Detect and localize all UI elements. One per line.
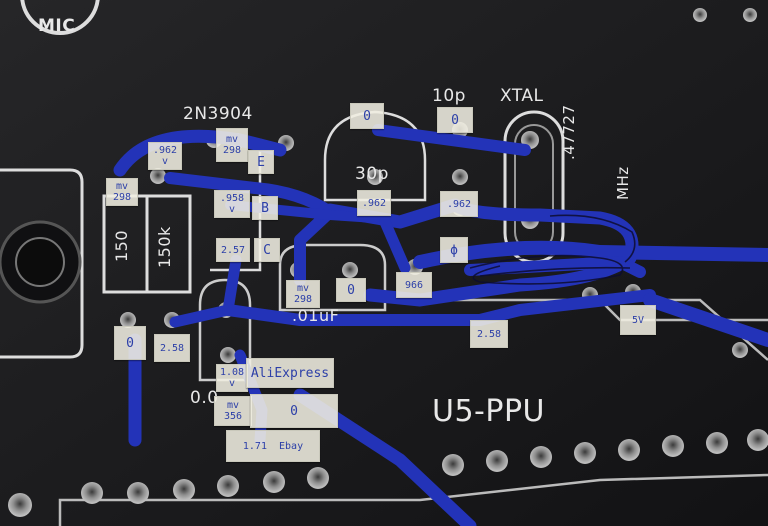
- tag-e: E: [248, 150, 274, 174]
- tag-mv298-left: mv 298: [106, 178, 138, 206]
- tag-c: C: [254, 238, 280, 262]
- freq-label: .47727: [560, 104, 578, 161]
- tag-ebay: 1.71 Ebay: [226, 430, 320, 462]
- tag-v962-right: .962: [440, 191, 478, 217]
- tag-ali-value: 1.08 v: [216, 364, 248, 392]
- tag-mv298-low: mv 298: [286, 280, 320, 308]
- cap-01-label: .01uF: [292, 306, 340, 325]
- tag-v966: 966: [396, 272, 432, 298]
- mic-label: MIC: [38, 16, 76, 36]
- mhz-label: MHz: [614, 166, 632, 200]
- tag-b: B: [252, 196, 278, 220]
- tag-v258-right: 2.58: [470, 320, 508, 348]
- tag-phi: ϕ: [440, 237, 468, 263]
- tag-zero-ebay: 0: [250, 394, 338, 428]
- partial-label: 0.0: [190, 388, 219, 408]
- tag-mv298-e: mv 298: [216, 128, 248, 162]
- tag-aliexpress: AliExpress: [246, 358, 334, 388]
- tag-top-0b: 0: [437, 107, 473, 133]
- mic-outline: [20, 0, 100, 35]
- xtal-label: XTAL: [500, 86, 544, 106]
- u5-label: U5-PPU: [432, 394, 546, 429]
- tag-v962-mid: .962: [357, 190, 391, 216]
- r150k-label: 150k: [155, 226, 174, 268]
- jack-outline: [0, 168, 84, 359]
- transistor-label: 2N3904: [183, 104, 253, 124]
- tag-zero-mid: 0: [336, 278, 366, 302]
- tag-zero-left: 0: [114, 326, 146, 360]
- tag-mv356: mv 356: [214, 396, 252, 426]
- r150-label: 150: [112, 229, 131, 262]
- tag-v962: .962 v: [148, 142, 182, 170]
- tag-v257: 2.57: [216, 238, 250, 262]
- tag-top-0: 0: [350, 103, 384, 129]
- cap-10p-label: 10p: [432, 86, 466, 106]
- tag-v258-left: 2.58: [154, 334, 190, 362]
- tag-5v: 5V: [620, 305, 656, 335]
- tag-v958: .958 v: [214, 190, 250, 218]
- cap-30p-label: 30p: [355, 164, 389, 184]
